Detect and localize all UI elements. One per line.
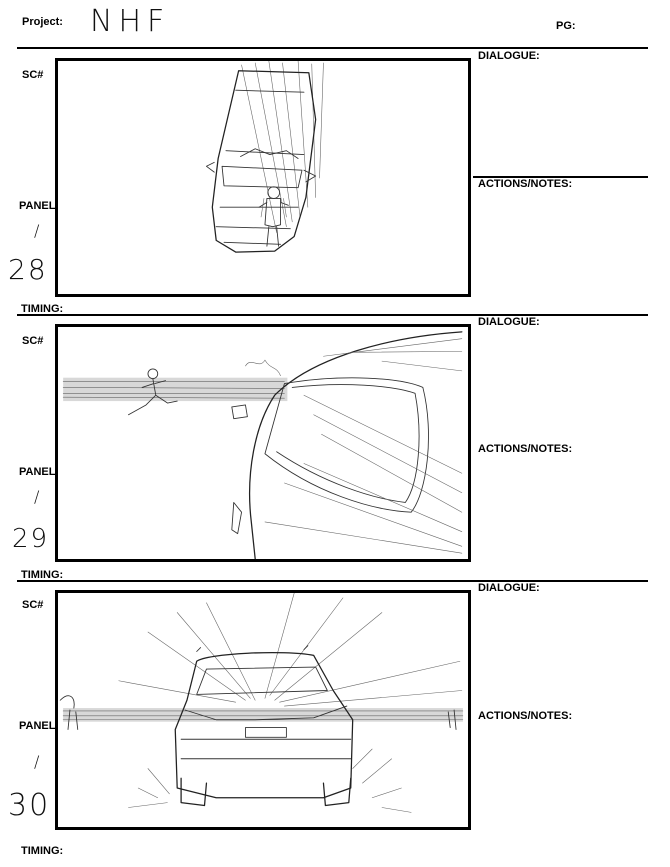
panel-number: / (34, 752, 40, 771)
project-label: Project: (22, 16, 63, 28)
page-label: PG: (556, 20, 576, 32)
sketch-car-side-view (62, 331, 463, 559)
dialogue-label: DIALOGUE: (478, 50, 540, 62)
timing-label: TIMING: (21, 569, 64, 581)
scene-label: SC# (22, 599, 44, 611)
timing-label: TIMING: (21, 845, 64, 857)
row-divider-2 (17, 580, 648, 582)
scene-number: 29 (12, 524, 50, 554)
sketch-frame-3 (55, 590, 471, 830)
row-divider-1 (17, 314, 648, 316)
actions-notes-label: ACTIONS/NOTES: (478, 443, 573, 455)
scene-label: SC# (22, 335, 44, 347)
scene-label: SC# (22, 69, 44, 81)
sketch-frame-1 (55, 58, 471, 297)
header-rule (17, 47, 648, 49)
timing-label: TIMING: (21, 303, 64, 315)
scene-number: 28 (8, 253, 48, 286)
dialogue-label: DIALOGUE: (478, 582, 540, 594)
sketch-car-rear-view (59, 593, 464, 813)
project-value: NHF (90, 4, 171, 39)
scene-number: 30 (8, 788, 51, 823)
panel-number: / (34, 221, 40, 240)
dialogue-label: DIALOGUE: (478, 316, 540, 328)
panel-label: PANEL (19, 720, 56, 732)
actions-notes-label: ACTIONS/NOTES: (478, 178, 573, 190)
actions-notes-label: ACTIONS/NOTES: (478, 710, 573, 722)
panel-label: PANEL (19, 200, 56, 212)
panel-label: PANEL (19, 466, 56, 478)
notes-rule (473, 176, 648, 178)
panel-number: / (34, 487, 40, 506)
sketch-frame-2 (55, 324, 471, 562)
sketch-car-top-view (206, 61, 324, 253)
